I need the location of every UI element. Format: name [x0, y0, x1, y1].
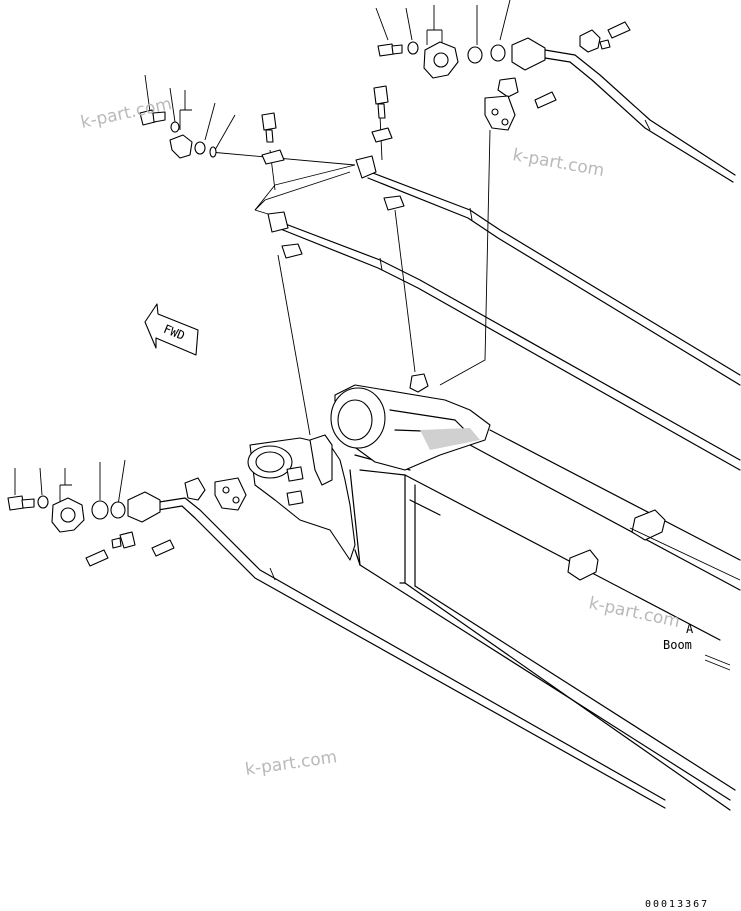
boom-marker: A [686, 622, 694, 636]
clamp-icon [184, 477, 206, 501]
o-ring-icon [467, 46, 483, 64]
o-ring-icon [490, 44, 506, 62]
watermark: k-part.com [511, 145, 606, 181]
boom-label-group: A Boom [663, 622, 694, 652]
fitting-cluster-left-top [139, 109, 217, 159]
drawing-number: 00013367 [645, 899, 709, 910]
fitting-cluster-left-bottom [7, 477, 247, 567]
watermark: k-part.com [244, 747, 338, 780]
split-flange-icon [169, 134, 193, 159]
watermark: k-part.com [79, 94, 174, 133]
washer-icon [37, 495, 49, 509]
fwd-arrow-icon: FWD [144, 303, 199, 356]
bolt-icon [261, 112, 277, 143]
bolt-icon [139, 109, 166, 126]
bolt-icon [85, 549, 109, 567]
bolt-icon [151, 539, 175, 557]
washer-icon [261, 149, 285, 165]
split-flange-icon [51, 497, 85, 533]
watermark: k-part.com [587, 593, 682, 632]
clamp-icon [119, 531, 136, 549]
boom-label: Boom [663, 638, 692, 652]
split-flange-icon [423, 41, 459, 79]
hose-icon [511, 37, 546, 71]
washer-icon [407, 41, 419, 55]
o-ring-icon [91, 500, 109, 520]
bolt-icon [7, 495, 35, 511]
o-ring-icon [110, 501, 126, 519]
clamp-icon [267, 211, 289, 233]
bolt-icon [534, 91, 557, 109]
clamp-icon [281, 243, 303, 259]
clamp-cluster-middle [254, 85, 405, 259]
clamp-icon [497, 77, 519, 98]
washer-icon [170, 121, 180, 133]
washer-icon [371, 127, 393, 143]
leader-lines [14, 0, 741, 671]
hose-lines [139, 49, 741, 809]
o-ring-icon [209, 146, 217, 158]
clamp-icon [579, 29, 601, 53]
hose-icon [127, 491, 161, 523]
bolt-icon [373, 85, 389, 119]
o-ring-icon [194, 141, 206, 155]
bolt-icon [607, 21, 631, 39]
clamp-icon [355, 155, 377, 179]
clamp-icon [383, 195, 405, 211]
fitting-cluster-top [377, 21, 631, 131]
boom-structure [247, 373, 741, 811]
bolt-icon [377, 43, 403, 57]
